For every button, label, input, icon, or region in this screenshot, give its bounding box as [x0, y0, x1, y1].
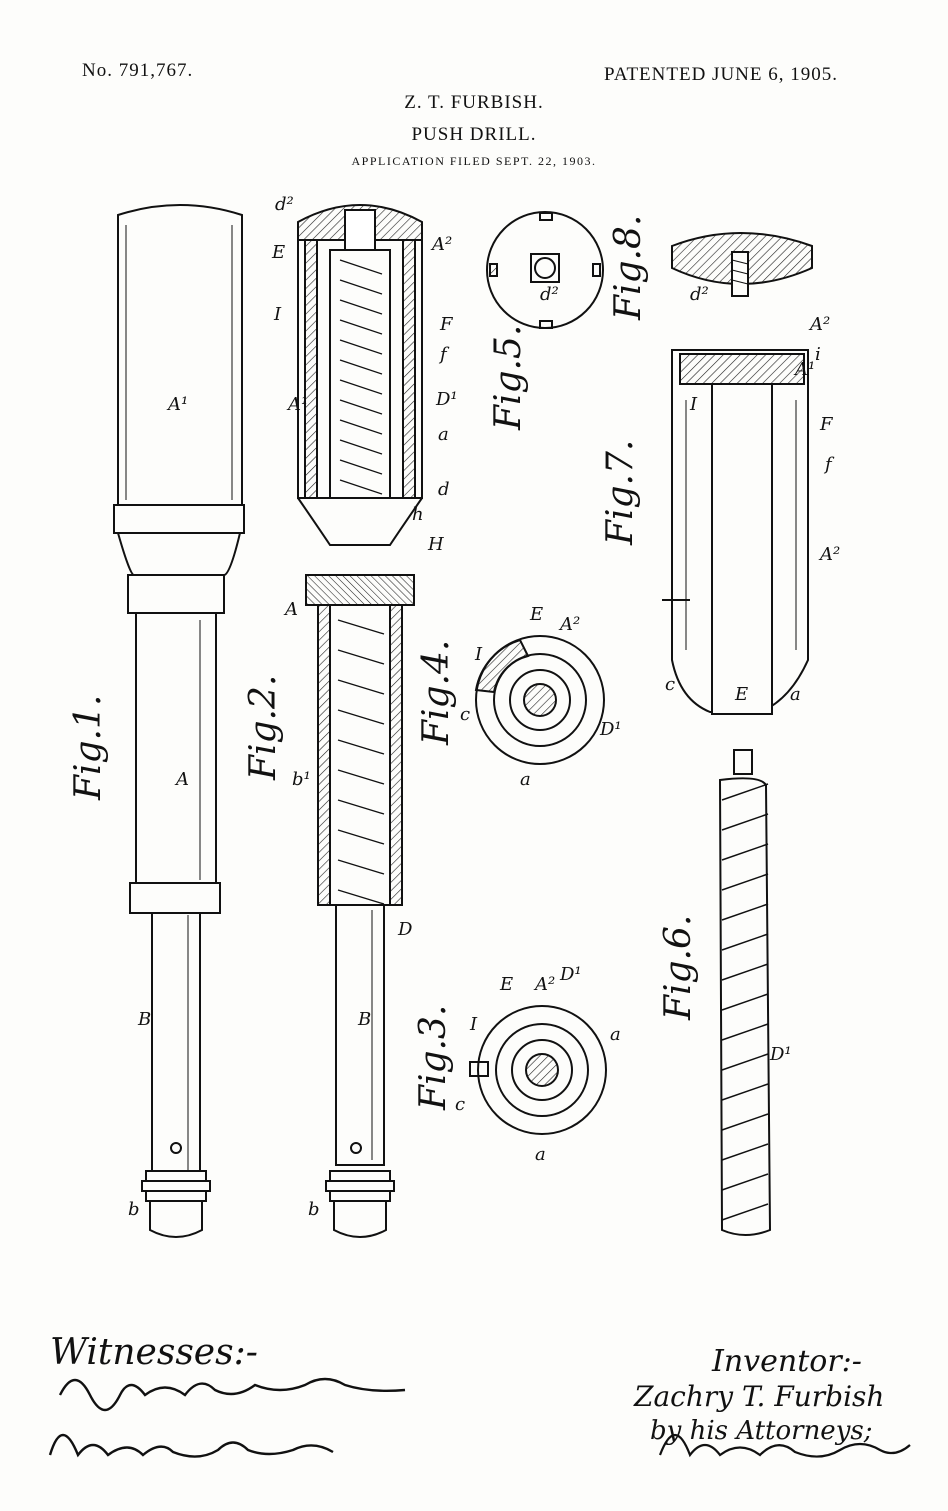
- witness-signatures: [50, 1379, 405, 1457]
- fig3-cross-section: [470, 1006, 606, 1134]
- part-label-A: A: [174, 769, 189, 790]
- part-label-A1: A¹: [166, 394, 188, 415]
- fig4-label: Fig.4.: [416, 640, 457, 746]
- fig2-label: Fig.2.: [243, 675, 284, 781]
- fig1-drill-exterior: [114, 205, 244, 1237]
- fig2-part-label-a: a: [438, 424, 449, 445]
- fig7-part-label-A1: A¹: [793, 359, 815, 380]
- fig8-label: Fig.8.: [608, 215, 649, 321]
- fig3-label: Fig.3.: [413, 1005, 454, 1111]
- fig2-part-label-F: F: [439, 314, 454, 335]
- fig6-spiral-thread: [722, 784, 768, 1220]
- fig2-part-label-d2: d²: [275, 194, 294, 215]
- fig7-part-label-E: E: [734, 684, 748, 705]
- fig2-part-label-b: b: [308, 1199, 320, 1220]
- part-label-D: D: [397, 919, 413, 940]
- fig7-part-label-a: a: [790, 684, 801, 705]
- fig3-part-label-a: a: [610, 1024, 621, 1045]
- part-label-B: B: [137, 1009, 151, 1030]
- fig4-part-label-D1: D¹: [599, 719, 622, 740]
- fig3-part-label-E: E: [499, 974, 513, 995]
- fig3-part-label-A2: A²: [533, 974, 555, 995]
- fig6-label: Fig.6.: [658, 915, 699, 1021]
- fig2-part-label-A: A: [283, 599, 298, 620]
- fig3-part-label-I: I: [469, 1014, 478, 1035]
- fig4-cross-section: [476, 636, 604, 764]
- fig2-part-label-H: H: [427, 534, 444, 555]
- fig3-part-label-c: c: [455, 1094, 465, 1115]
- fig7-part-label-f: f: [823, 454, 835, 475]
- fig4-part-label-a: a: [520, 769, 531, 790]
- fig2-part-label-h: h: [412, 504, 424, 525]
- fig2-drill-section: [298, 205, 422, 1237]
- fig7-part-label-A2b: A²: [818, 544, 840, 565]
- fig7-part-label-F: F: [819, 414, 834, 435]
- fig5-end-disc: [487, 212, 603, 328]
- fig4-part-label-A2: A²: [558, 614, 580, 635]
- inventor-signature: Zachry T. Furbish: [634, 1380, 884, 1413]
- fig2-part-label-E: E: [271, 242, 285, 263]
- fig7-part-label-c: c: [665, 674, 675, 695]
- part-label-b1: b¹: [292, 769, 311, 790]
- fig7-label: Fig.7.: [600, 440, 641, 546]
- fig2-part-label-f: f: [438, 344, 450, 365]
- fig6-part-label-D1: D¹: [769, 1044, 792, 1065]
- fig7-sleeve-section: [662, 350, 808, 714]
- fig4-part-label-I: I: [474, 644, 483, 665]
- fig1-label: Fig.1.: [68, 695, 109, 801]
- fig5-part-label-d2: d²: [540, 284, 559, 305]
- attorneys-label: by his Attorneys;: [650, 1416, 873, 1446]
- fig7-part-label-I: I: [689, 394, 698, 415]
- part-label-b: b: [128, 1199, 140, 1220]
- fig3-part-label-a2: a: [535, 1144, 546, 1165]
- fig4-part-label-E: E: [529, 604, 543, 625]
- fig2-part-label-B: B: [357, 1009, 371, 1030]
- inventor-label: Inventor:-: [712, 1344, 862, 1379]
- fig8-part-label-d2: d²: [690, 284, 709, 305]
- fig3-part-label-D1: D¹: [559, 964, 582, 985]
- fig2-part-label-d: d: [438, 479, 450, 500]
- fig2-part-label-A1: A¹: [286, 394, 308, 415]
- fig7-part-label-i: i: [815, 344, 821, 365]
- fig2-part-label-I: I: [273, 304, 282, 325]
- fig4-part-label-c: c: [460, 704, 470, 725]
- fig7-part-label-A2: A²: [808, 314, 830, 335]
- fig2-part-label-A2: A²: [430, 234, 452, 255]
- witnesses-label: Witnesses:-: [50, 1332, 258, 1373]
- fig2-part-label-D1: D¹: [435, 389, 458, 410]
- fig5-label: Fig.5.: [488, 325, 529, 431]
